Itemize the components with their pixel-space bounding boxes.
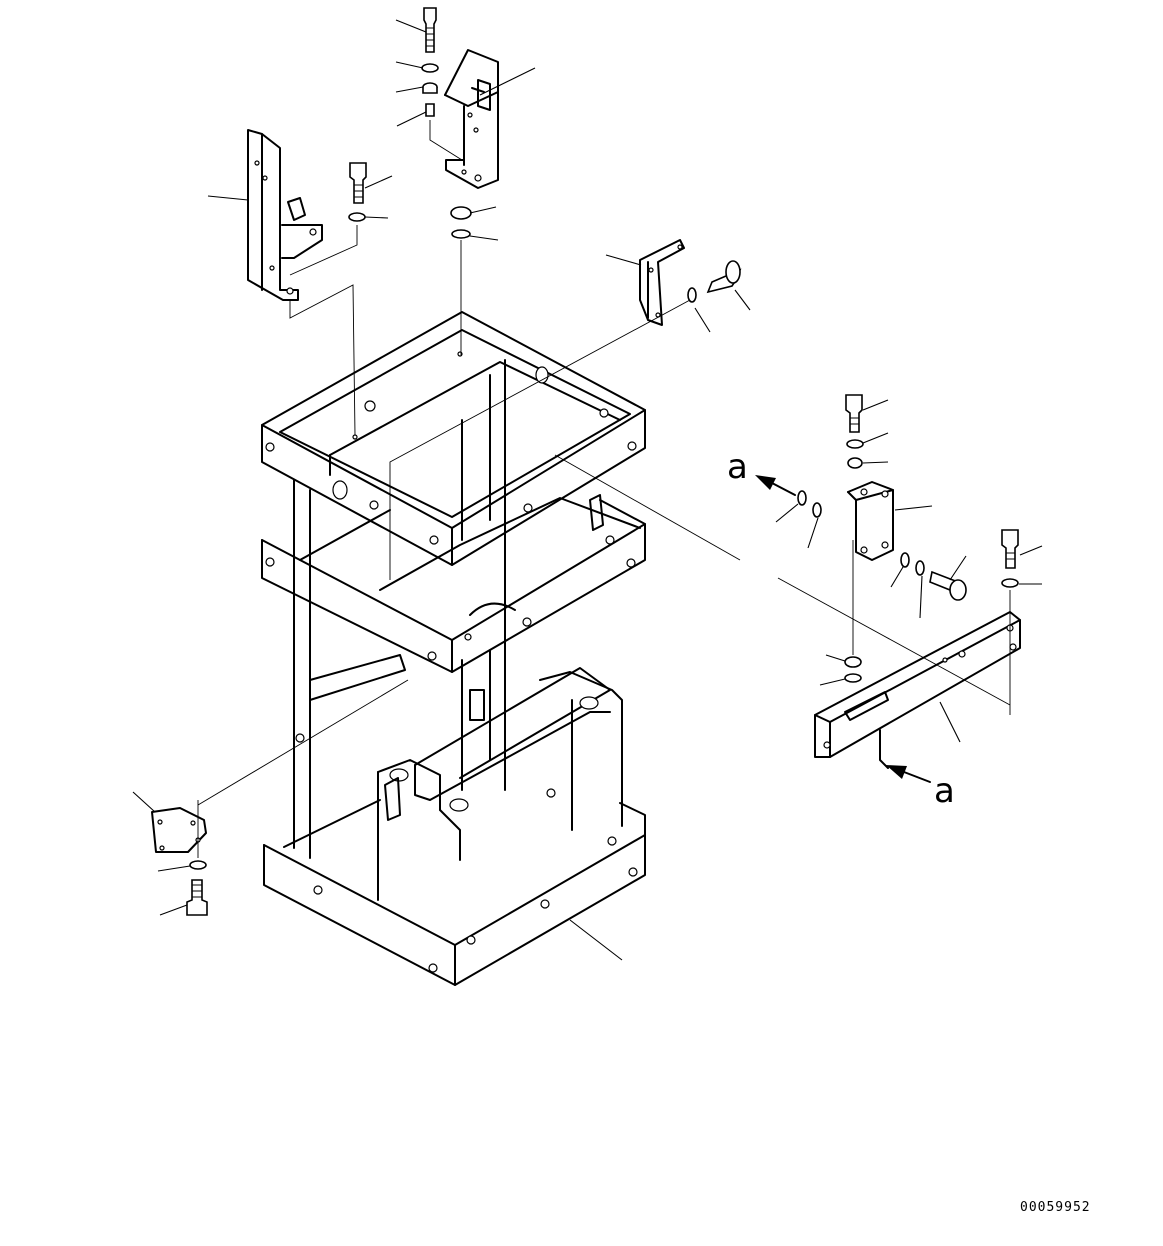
top-clamp-bracket: [444, 49, 499, 189]
battery-holder-bar: [377, 667, 623, 901]
frame-posts: [293, 359, 506, 859]
left-bracket: [247, 129, 323, 301]
view-reference-a-upper: a: [727, 447, 748, 487]
right-upper-bolt: [687, 260, 742, 303]
upper-tray: [261, 311, 646, 566]
view-arrows: [755, 475, 931, 783]
mounting-rail: [814, 611, 1021, 769]
right-side-bracket: [847, 481, 894, 561]
view-reference-a-lower: a: [934, 771, 955, 811]
lower-left-bolt: [186, 860, 208, 916]
leader-lines: [132, 19, 1043, 961]
bottom-tray: [263, 788, 646, 986]
right-hardware: [797, 394, 1019, 683]
angle-bracket: [639, 239, 685, 326]
drawing-number: 00059952: [1020, 1200, 1091, 1215]
lower-left-plate: [151, 807, 207, 853]
left-bolt-washer: [348, 162, 367, 222]
middle-tray: [261, 494, 646, 673]
assembly-lines: [197, 120, 1011, 858]
top-hardware-stack: [421, 7, 472, 239]
